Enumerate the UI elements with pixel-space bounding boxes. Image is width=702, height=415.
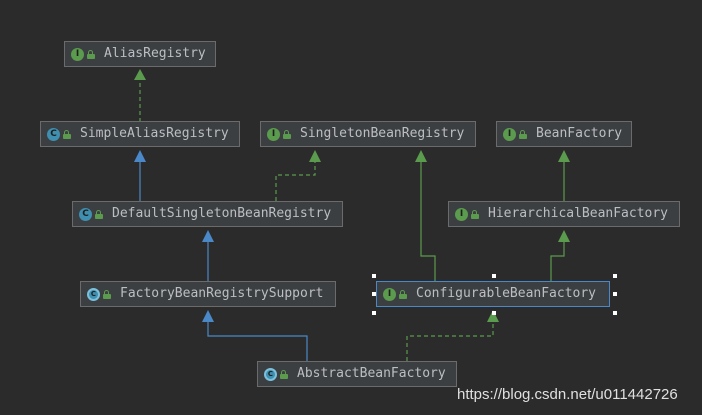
interface-icon: I xyxy=(455,207,468,221)
node-label: BeanFactory xyxy=(536,126,623,141)
class-icon: C xyxy=(47,127,60,141)
node-label: ConfigurableBeanFactory xyxy=(416,286,597,301)
abstract-class-icon: C xyxy=(87,287,100,301)
edge-abstract-to-configurable xyxy=(406,322,494,361)
interface-icon: I xyxy=(383,287,396,301)
node-label: AbstractBeanFactory xyxy=(297,366,446,381)
arrowhead xyxy=(134,150,146,162)
public-lock-icon xyxy=(103,289,112,299)
node-default-singleton-bean-registry[interactable]: C DefaultSingletonBeanRegistry xyxy=(72,201,343,227)
public-lock-icon xyxy=(283,129,292,139)
interface-icon: I xyxy=(503,127,516,141)
arrowhead xyxy=(487,310,499,322)
selection-handle[interactable] xyxy=(613,274,617,278)
public-lock-icon xyxy=(519,129,528,139)
selection-handle[interactable] xyxy=(613,311,617,315)
watermark-url: https://blog.csdn.net/u011442726 xyxy=(457,386,678,403)
node-alias-registry[interactable]: I AliasRegistry xyxy=(64,41,216,67)
node-hierarchical-bean-factory[interactable]: I HierarchicalBeanFactory xyxy=(448,201,680,227)
public-lock-icon xyxy=(63,129,72,139)
public-lock-icon xyxy=(471,209,480,219)
public-lock-icon xyxy=(87,49,96,59)
selection-handle[interactable] xyxy=(492,274,496,278)
node-abstract-bean-factory[interactable]: C AbstractBeanFactory xyxy=(257,361,457,387)
selection-handle[interactable] xyxy=(492,311,496,315)
arrowhead xyxy=(309,150,321,162)
arrowhead xyxy=(202,310,214,322)
public-lock-icon xyxy=(95,209,104,219)
selection-handle[interactable] xyxy=(372,311,376,315)
node-bean-factory[interactable]: I BeanFactory xyxy=(496,121,632,147)
arrowhead xyxy=(558,150,570,162)
selection-handle[interactable] xyxy=(372,292,376,296)
interface-icon: I xyxy=(71,47,84,61)
node-label: HierarchicalBeanFactory xyxy=(488,206,669,221)
node-label: FactoryBeanRegistrySupport xyxy=(120,286,324,301)
node-label: DefaultSingletonBeanRegistry xyxy=(112,206,332,221)
node-label: AliasRegistry xyxy=(104,46,206,61)
edge-configurable-to-hierarchical xyxy=(550,242,565,281)
node-simple-alias-registry[interactable]: C SimpleAliasRegistry xyxy=(40,121,240,147)
public-lock-icon xyxy=(399,289,408,299)
public-lock-icon xyxy=(280,369,289,379)
arrowhead xyxy=(558,230,570,242)
edge-default-singleton-to-singleton-registry xyxy=(275,162,316,201)
arrowhead xyxy=(134,69,146,80)
arrowhead xyxy=(202,230,214,242)
class-icon: C xyxy=(79,207,92,221)
abstract-class-icon: C xyxy=(264,367,277,381)
node-factory-bean-registry-support[interactable]: C FactoryBeanRegistrySupport xyxy=(80,281,336,307)
selection-handle[interactable] xyxy=(372,274,376,278)
edge-abstract-to-factory-support xyxy=(207,322,308,361)
interface-icon: I xyxy=(267,127,280,141)
selection-handle[interactable] xyxy=(613,292,617,296)
node-label: SingletonBeanRegistry xyxy=(300,126,465,141)
edge-configurable-to-singleton-registry xyxy=(420,162,436,281)
node-singleton-bean-registry[interactable]: I SingletonBeanRegistry xyxy=(260,121,476,147)
node-label: SimpleAliasRegistry xyxy=(80,126,229,141)
arrowhead xyxy=(415,150,427,162)
node-configurable-bean-factory[interactable]: I ConfigurableBeanFactory xyxy=(376,281,610,307)
